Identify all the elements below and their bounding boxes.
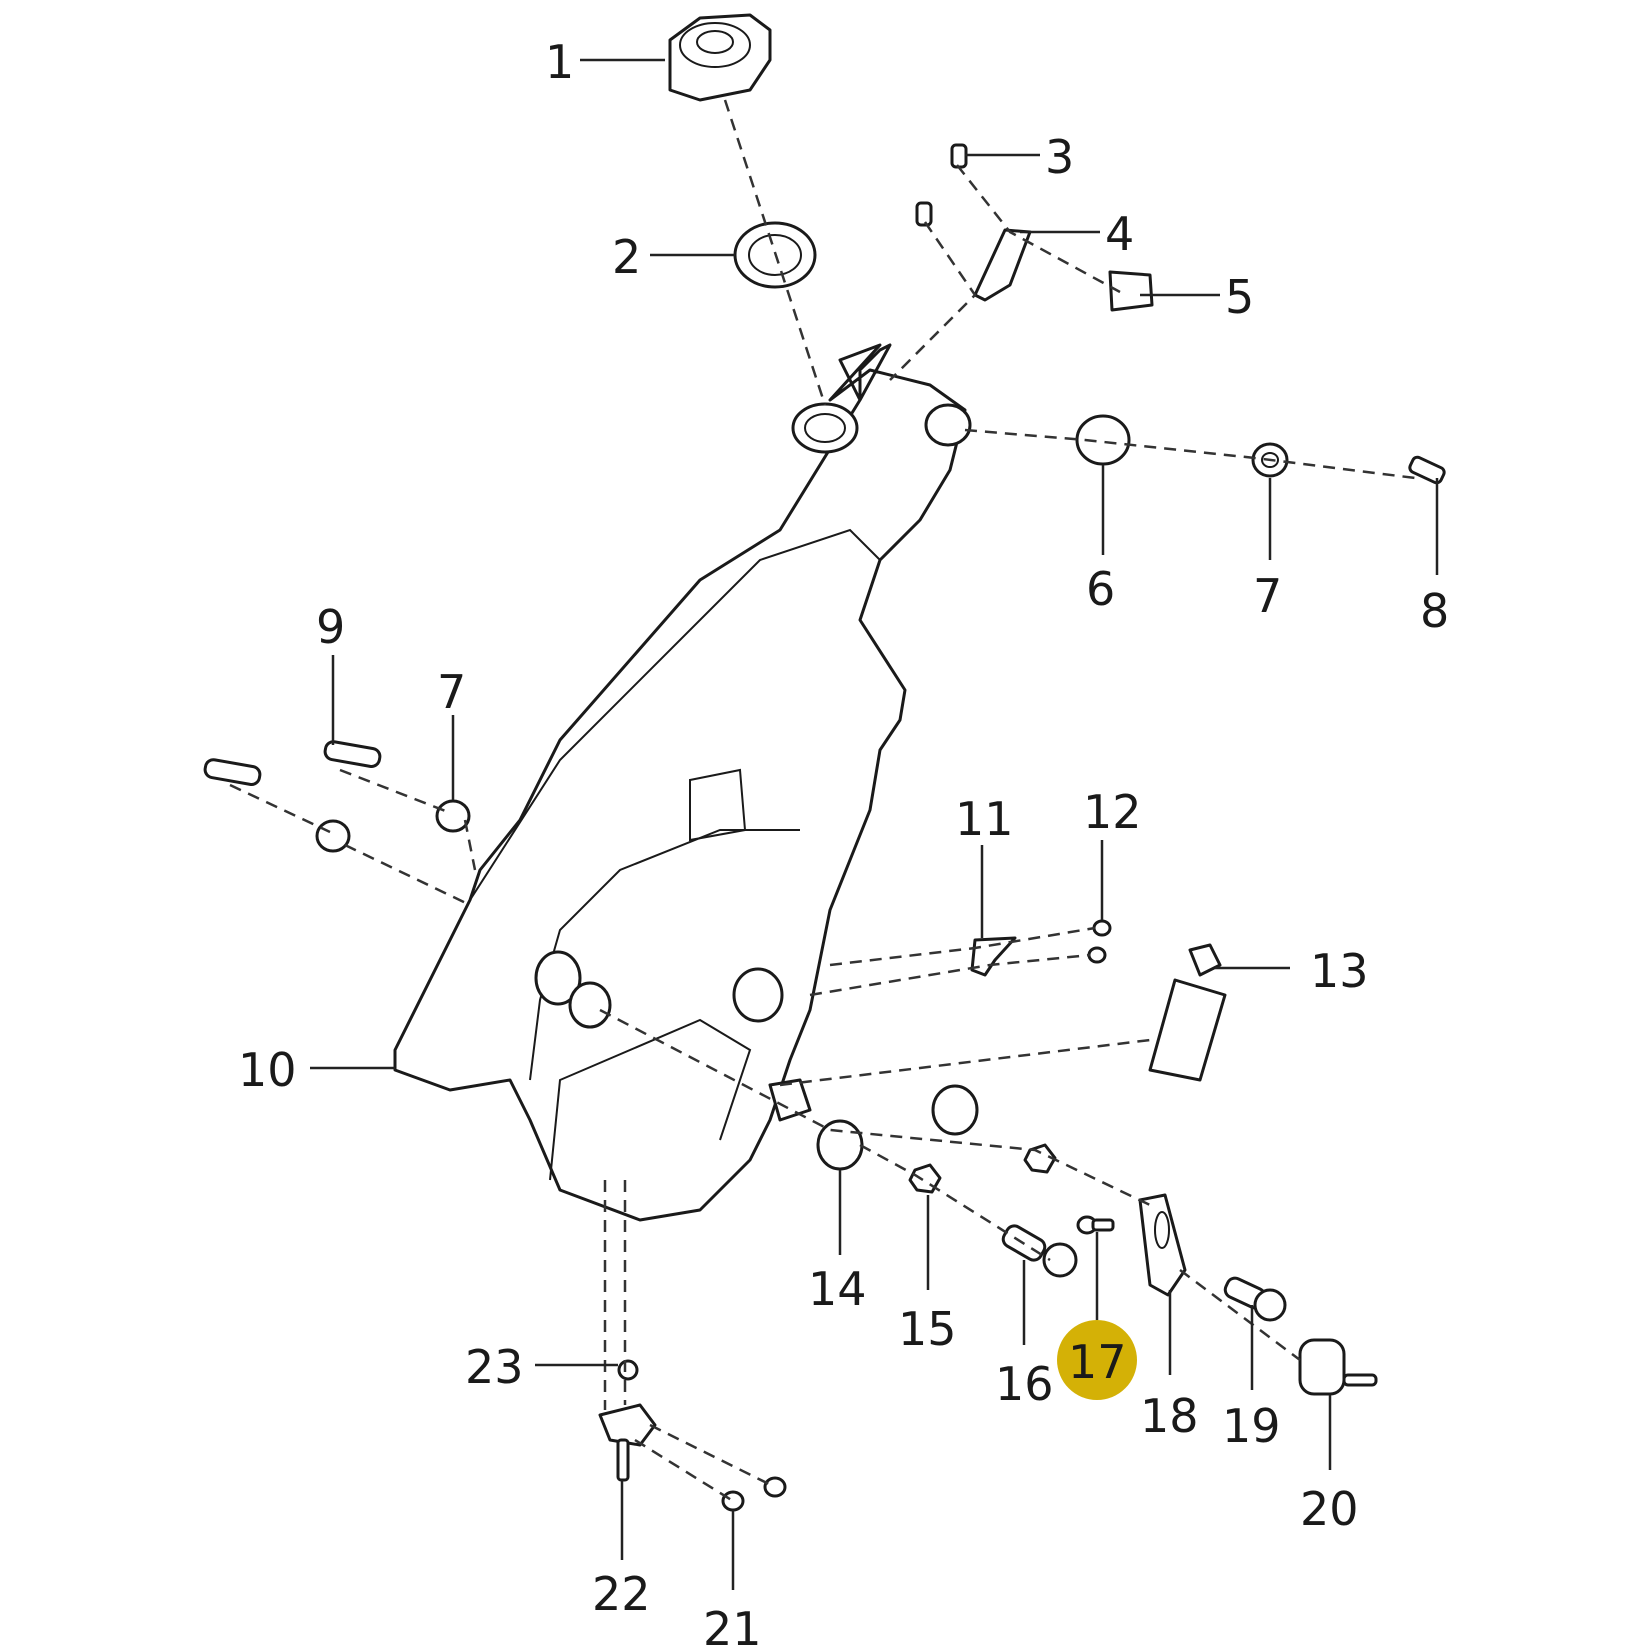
grommet-part-6[interactable] [1075, 414, 1131, 466]
label-20[interactable]: 20 [1300, 1482, 1359, 1536]
label-18[interactable]: 18 [1140, 1389, 1199, 1443]
assembly-lines [229, 99, 1416, 1503]
label-14[interactable]: 14 [808, 1262, 867, 1316]
label-8[interactable]: 8 [1420, 584, 1449, 638]
label-3[interactable]: 3 [1045, 130, 1074, 184]
bolt-part-9[interactable] [203, 740, 382, 786]
label-11[interactable]: 11 [955, 792, 1014, 846]
label-23[interactable]: 23 [465, 1340, 524, 1394]
label-5[interactable]: 5 [1225, 270, 1254, 324]
fuel-tank-part[interactable] [393, 343, 972, 1222]
clip-nut-part[interactable] [1108, 270, 1154, 312]
part-labels: 1 2 3 4 5 6 7 8 9 7 10 11 12 13 14 15 16… [238, 35, 1449, 1652]
label-16[interactable]: 16 [995, 1357, 1054, 1411]
screw-part-17[interactable] [1076, 1215, 1115, 1235]
bracket-plate-part-18[interactable] [1138, 1193, 1187, 1297]
highlight-marker [1057, 1320, 1137, 1400]
rubber-mount-part-20[interactable] [1298, 1338, 1378, 1396]
drain-valve-part-22[interactable] [598, 1403, 657, 1482]
label-2[interactable]: 2 [612, 230, 641, 284]
bolt-part-3[interactable] [915, 143, 968, 227]
bolt-part-21[interactable] [721, 1476, 787, 1512]
label-19[interactable]: 19 [1222, 1399, 1281, 1453]
fuel-cap-part[interactable] [668, 13, 772, 102]
collar-bolt-part-19[interactable] [1223, 1275, 1287, 1322]
label-1[interactable]: 1 [545, 35, 574, 89]
screw-part-12[interactable] [1087, 919, 1112, 964]
grommet-part-14[interactable] [816, 1084, 979, 1171]
label-12[interactable]: 12 [1083, 785, 1142, 839]
label-10[interactable]: 10 [238, 1043, 297, 1097]
label-13[interactable]: 13 [1310, 944, 1369, 998]
collar-bolt-part-16[interactable] [1000, 1223, 1078, 1278]
label-17[interactable]: 17 [1068, 1335, 1127, 1389]
label-9[interactable]: 9 [316, 600, 345, 654]
leader-lines [310, 58, 1439, 1590]
label-22[interactable]: 22 [592, 1567, 651, 1621]
label-7b[interactable]: 7 [437, 665, 466, 719]
label-7a[interactable]: 7 [1253, 569, 1282, 623]
connector-part-13[interactable] [1148, 943, 1227, 1082]
label-6[interactable]: 6 [1086, 562, 1115, 616]
label-4[interactable]: 4 [1105, 207, 1134, 261]
collar-part-7b[interactable] [315, 799, 471, 853]
label-15[interactable]: 15 [898, 1302, 957, 1356]
label-21[interactable]: 21 [703, 1602, 762, 1652]
o-ring-part-23[interactable] [617, 1359, 639, 1381]
bracket-part-4[interactable] [973, 228, 1032, 302]
bracket-part-11[interactable] [970, 936, 1017, 977]
nut-part-15[interactable] [908, 1143, 1057, 1194]
bolt-part-8[interactable] [1408, 455, 1446, 485]
